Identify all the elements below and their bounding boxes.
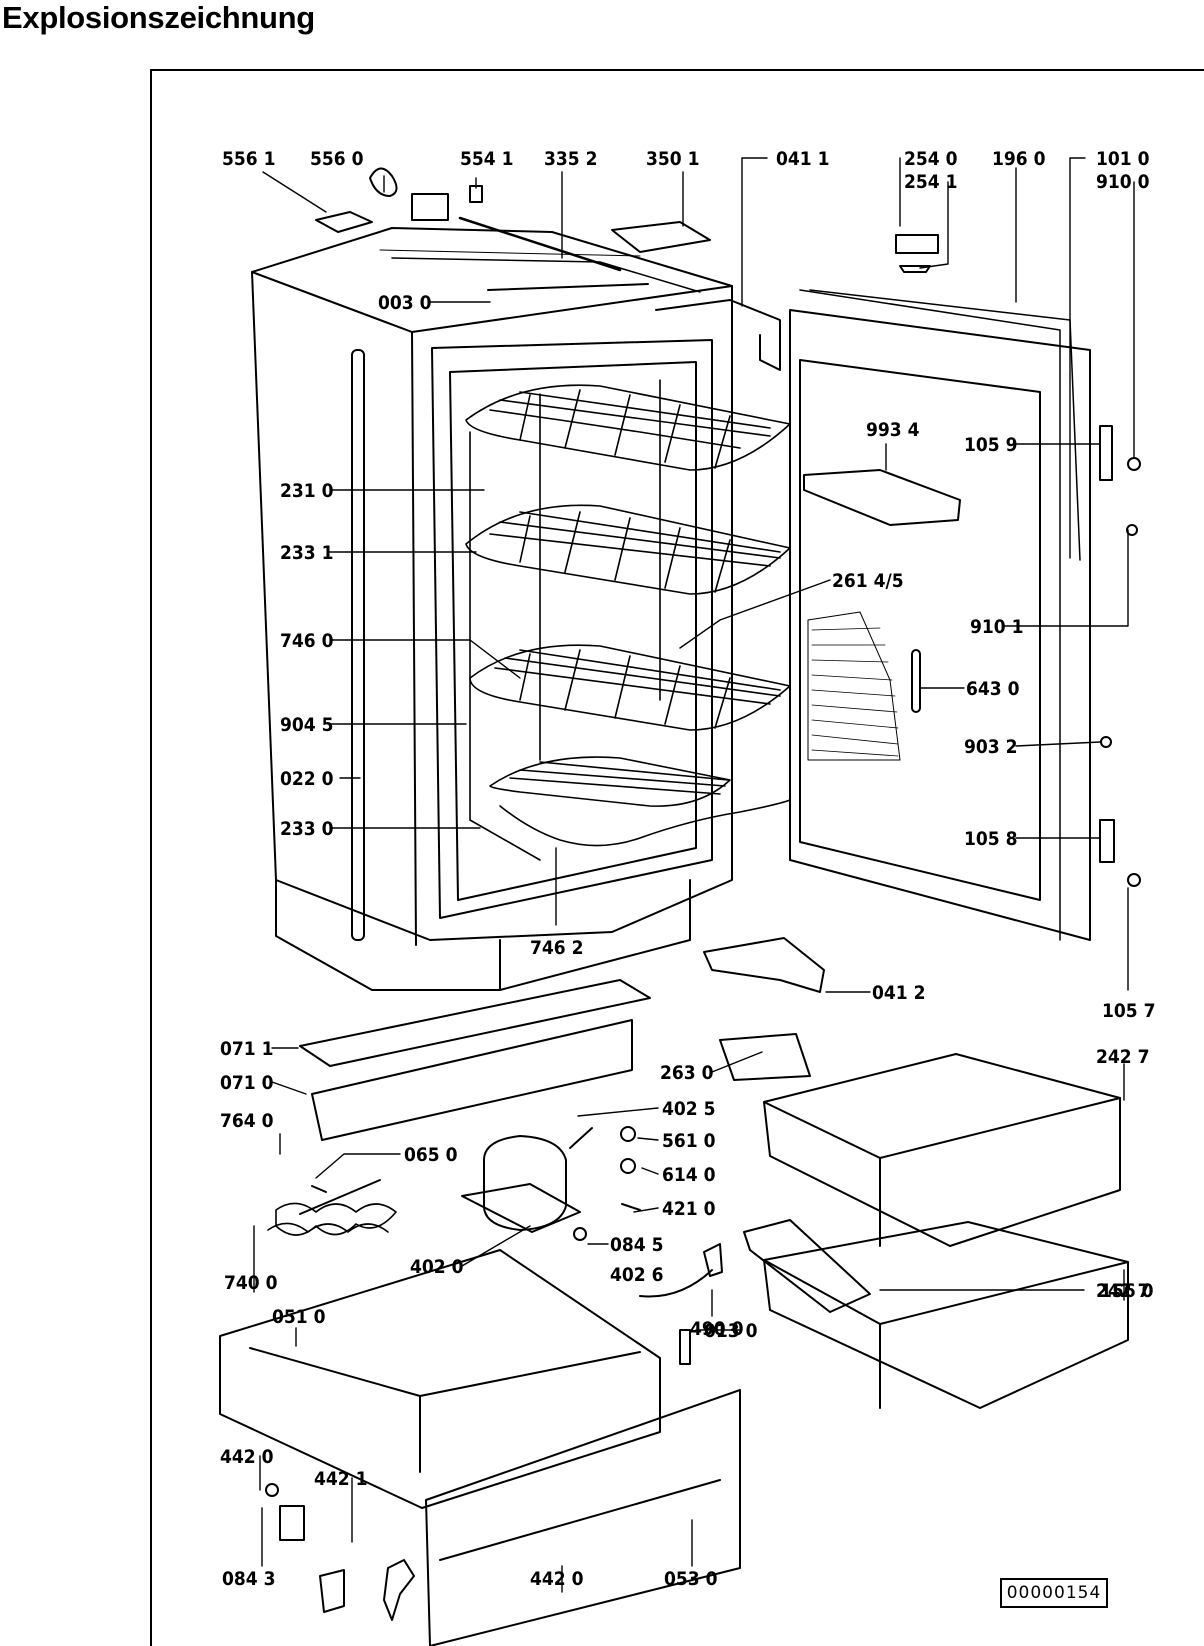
label-614-0: 614 0 <box>662 1164 716 1186</box>
label-105-7: 105 7 <box>1102 1000 1156 1022</box>
label-993-4: 993 4 <box>866 419 920 441</box>
drawing-frame <box>150 69 1204 1646</box>
label-556-1: 556 1 <box>222 148 276 170</box>
label-105-8: 105 8 <box>964 828 1018 850</box>
part-number-labels: 556 1 556 0 554 1 335 2 350 1 041 1 254 … <box>220 148 1156 1590</box>
label-910-1: 910 1 <box>970 616 1024 638</box>
label-041-2: 041 2 <box>872 982 926 1004</box>
label-041-1: 041 1 <box>776 148 830 170</box>
label-910-0: 910 0 <box>1096 171 1150 193</box>
door <box>789 289 1091 941</box>
label-643-0: 643 0 <box>966 678 1020 700</box>
label-022-0: 022 0 <box>280 768 334 790</box>
top-parts <box>315 167 1141 887</box>
label-254-1: 254 1 <box>904 171 958 193</box>
label-233-1: 233 1 <box>280 542 334 564</box>
label-261-4-5: 261 4/5 <box>832 570 904 592</box>
label-231-0: 231 0 <box>280 480 334 502</box>
label-442-0-left: 442 0 <box>220 1446 274 1468</box>
leader-lines <box>253 157 1135 1593</box>
label-051-0: 051 0 <box>272 1306 326 1328</box>
label-084-3: 084 3 <box>222 1568 276 1590</box>
label-254-0: 254 0 <box>904 148 958 170</box>
label-105-9: 105 9 <box>964 434 1018 456</box>
label-442-1: 442 1 <box>314 1468 368 1490</box>
label-903-2: 903 2 <box>964 736 1018 758</box>
page-title: Explosionszeichnung <box>2 0 315 35</box>
label-442-0-bottom: 442 0 <box>530 1568 584 1590</box>
label-071-1: 071 1 <box>220 1038 274 1060</box>
label-196-0: 196 0 <box>992 148 1046 170</box>
label-263-0: 263 0 <box>660 1062 714 1084</box>
label-402-6: 402 6 <box>610 1264 664 1286</box>
label-242-7-lower: 242 7 <box>1096 1280 1150 1302</box>
wire-shelves <box>465 379 791 861</box>
label-003-0: 003 0 <box>378 292 432 314</box>
label-740-0: 740 0 <box>224 1272 278 1294</box>
reference-number-box: 00000154 <box>1000 1578 1108 1608</box>
label-335-2: 335 2 <box>544 148 598 170</box>
label-242-7-upper: 242 7 <box>1096 1046 1150 1068</box>
label-746-0: 746 0 <box>280 630 334 652</box>
label-101-0: 101 0 <box>1096 148 1150 170</box>
label-084-5: 084 5 <box>610 1234 664 1256</box>
label-013-0: 013 0 <box>704 1320 758 1342</box>
label-746-2: 746 2 <box>530 937 584 959</box>
label-350-1: 350 1 <box>646 148 700 170</box>
label-053-0: 053 0 <box>664 1568 718 1590</box>
label-156-0: 156 0 <box>1100 1280 1154 1302</box>
lower-parts <box>219 937 1129 1646</box>
label-556-0: 556 0 <box>310 148 364 170</box>
label-764-0: 764 0 <box>220 1110 274 1132</box>
label-402-0: 402 0 <box>410 1256 464 1278</box>
label-554-1: 554 1 <box>460 148 514 170</box>
label-490-0: 490 0 <box>690 1318 744 1340</box>
label-421-0: 421 0 <box>662 1198 716 1220</box>
label-402-5: 402 5 <box>662 1098 716 1120</box>
label-561-0: 561 0 <box>662 1130 716 1152</box>
label-904-5: 904 5 <box>280 714 334 736</box>
label-071-0: 071 0 <box>220 1072 274 1094</box>
label-065-0: 065 0 <box>404 1144 458 1166</box>
label-233-0: 233 0 <box>280 818 334 840</box>
